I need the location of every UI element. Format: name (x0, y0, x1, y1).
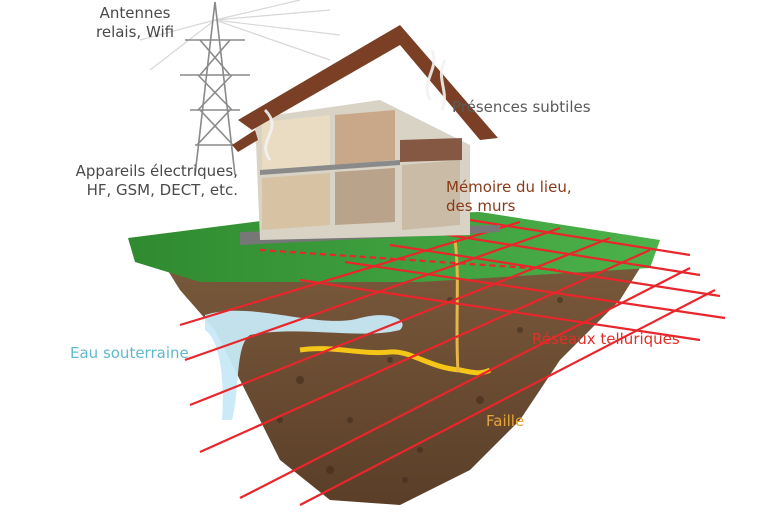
memoire-label-line2: des murs (446, 197, 516, 215)
memoire-label: Mémoire du lieu, des murs (446, 178, 572, 216)
pylon-icon (180, 1, 250, 176)
appareils-label: Appareils électriques, HF, GSM, DECT, et… (48, 162, 238, 200)
antennes-label-line2: relais, Wifi (96, 23, 175, 41)
antenna-rays (139, 0, 341, 71)
telluric-grid (179, 218, 726, 506)
appareils-label-line2: HF, GSM, DECT, etc. (86, 181, 238, 199)
eau-souterraine-label: Eau souterraine (70, 344, 189, 362)
underground-water (205, 310, 403, 420)
faille-label: Faille (486, 412, 525, 430)
reseaux-telluriques-label: Réseaux telluriques (532, 330, 680, 348)
appareils-label-line1: Appareils électriques, (75, 162, 238, 180)
antennes-label: Antennes relais, Wifi (96, 4, 174, 42)
house-icon (232, 25, 500, 245)
fault-vertical (453, 239, 460, 373)
presences-label: Présences subtiles (452, 98, 591, 116)
memoire-label-line1: Mémoire du lieu, (446, 178, 572, 196)
antennes-label-line1: Antennes (99, 4, 171, 22)
wisps (263, 49, 447, 161)
